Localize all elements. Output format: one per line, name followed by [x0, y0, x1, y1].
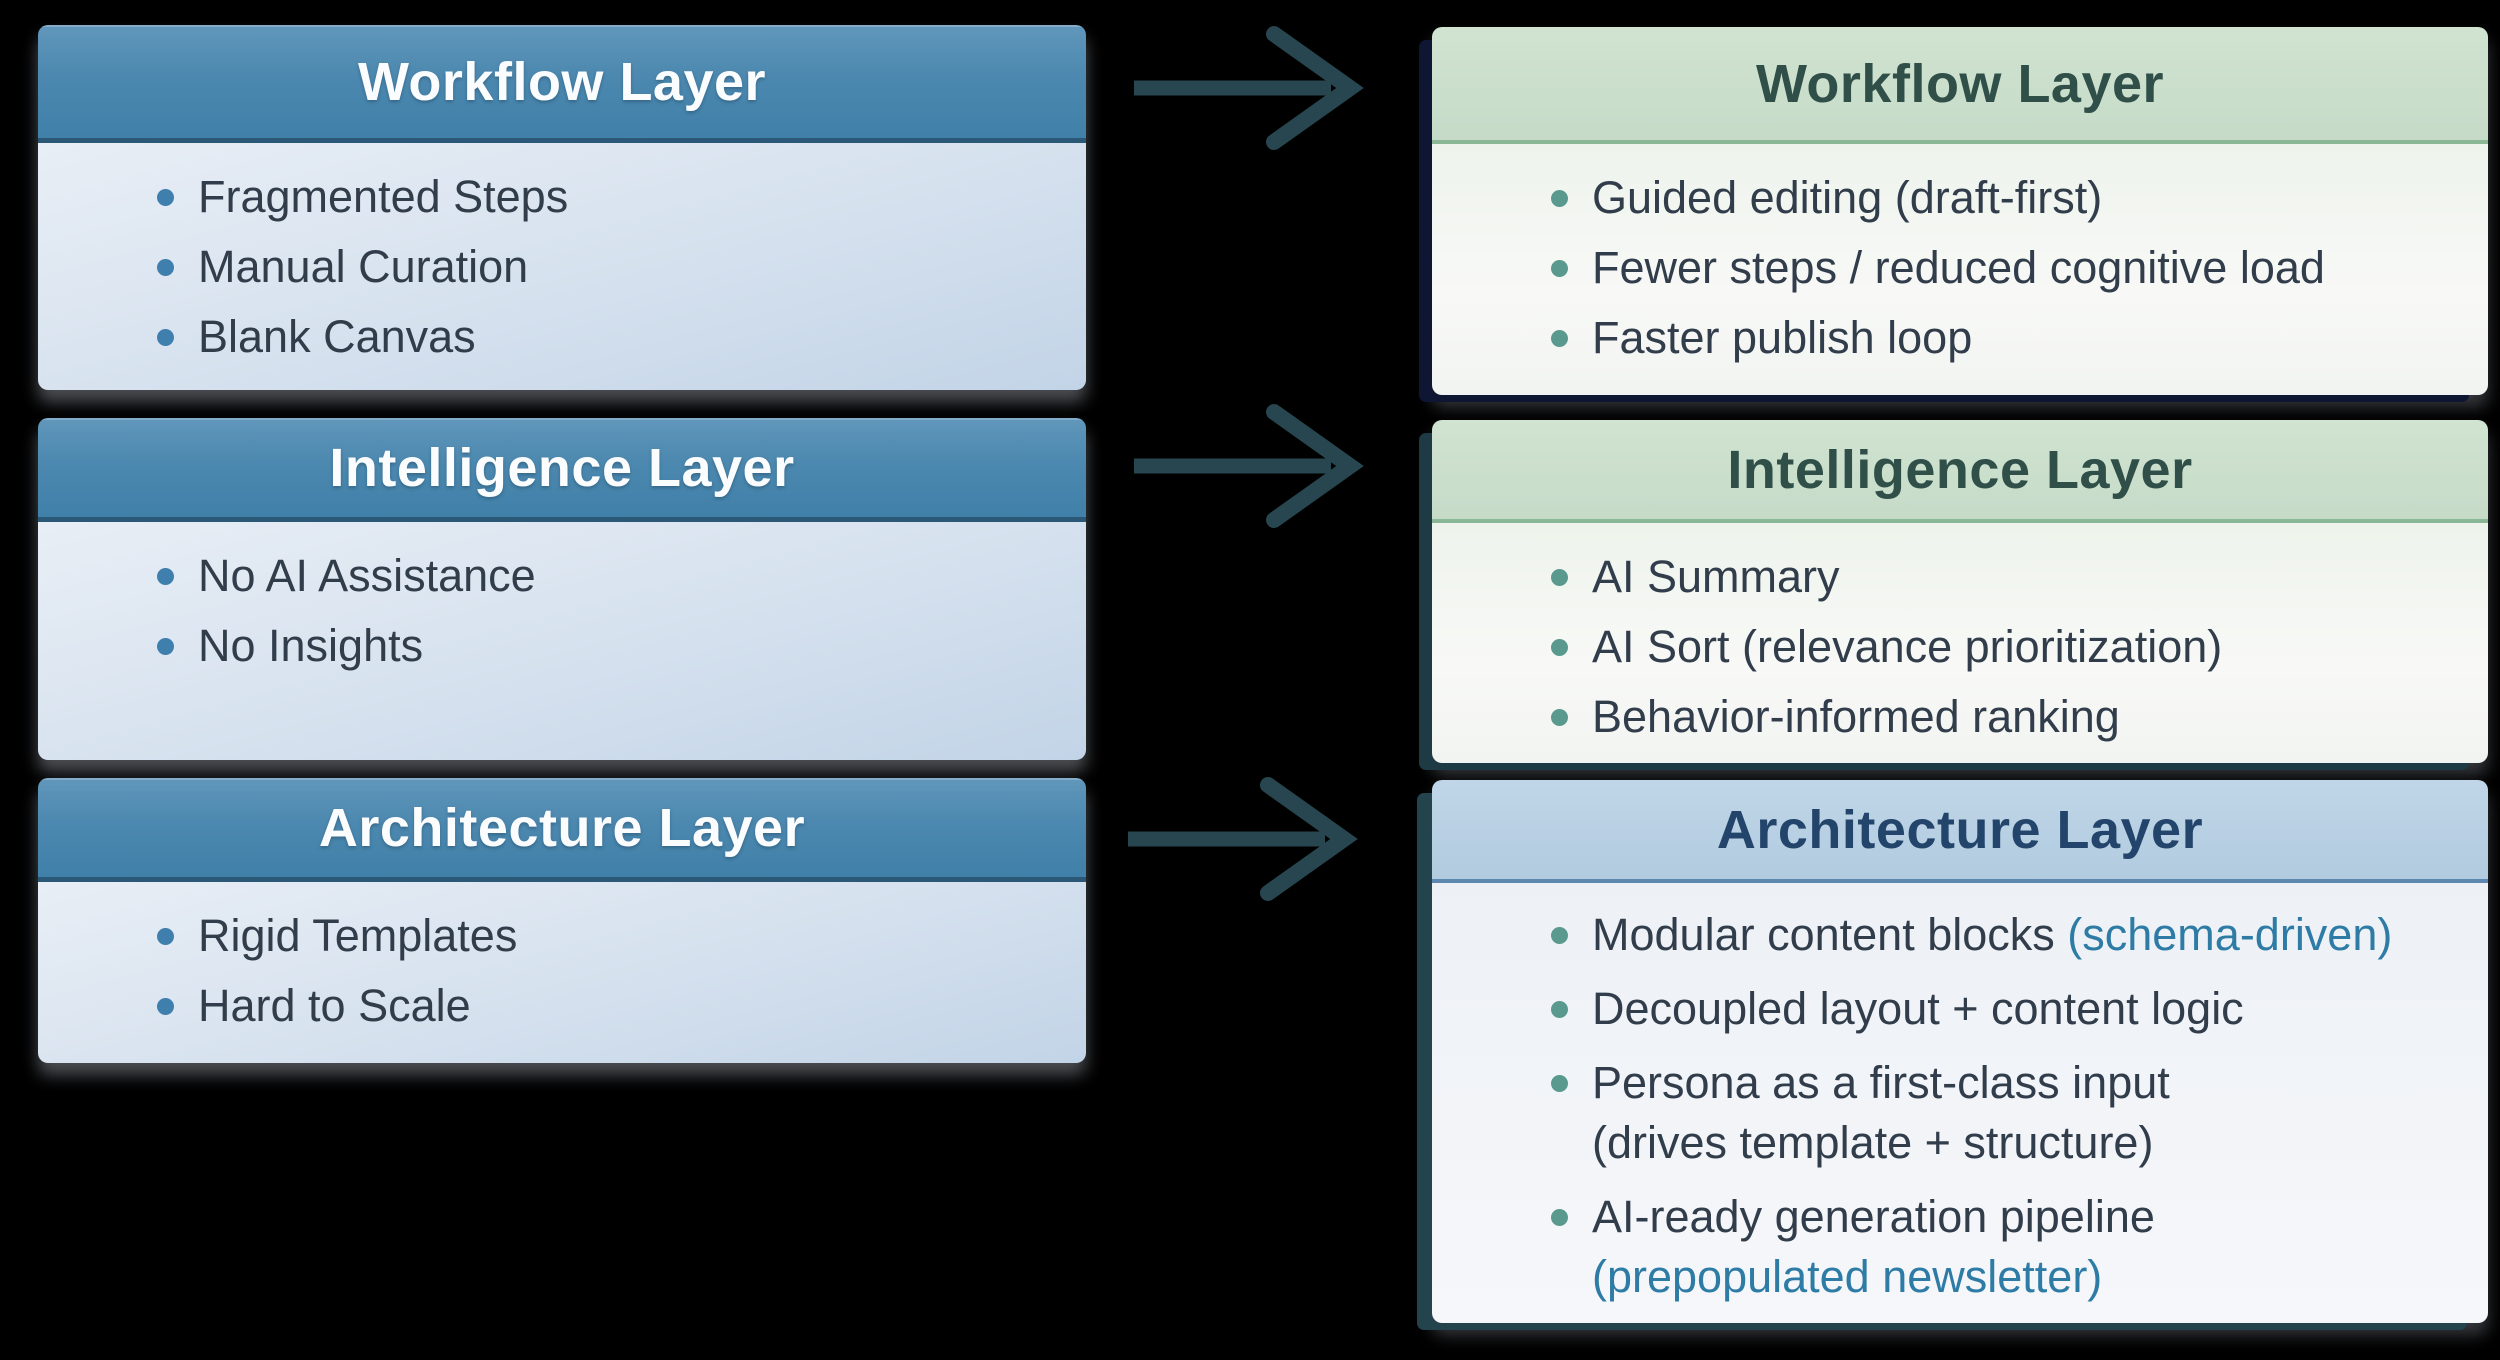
list-item: Manual Curation: [38, 235, 1058, 299]
bullet-text: No AI Assistance: [198, 550, 536, 601]
bullet-dot-icon: [1551, 709, 1568, 726]
arrow-right-icon: [1128, 777, 1358, 901]
bullet-dot-icon: [1551, 330, 1568, 347]
bullet-dot-icon: [1551, 1075, 1568, 1092]
bullet-text: Persona as a first-class input: [1592, 1057, 2170, 1108]
left-box-workflow: Workflow Layer Fragmented Steps Manual C…: [38, 25, 1086, 390]
bullet-text: No Insights: [198, 620, 424, 671]
bullet-text: AI-ready generation pipeline: [1592, 1191, 2155, 1242]
bullet-text: Rigid Templates: [198, 910, 518, 961]
list-item: Blank Canvas: [38, 305, 1058, 369]
box-body: Fragmented Steps Manual Curation Blank C…: [38, 143, 1086, 390]
bullet-text: AI Summary: [1592, 551, 1840, 602]
bullet-accent-text: (schema-driven): [2067, 909, 2393, 960]
bullet-list: Rigid Templates Hard to Scale: [38, 882, 1086, 1038]
bullet-text: Fewer steps / reduced cognitive load: [1592, 242, 2325, 293]
bullet-text: Behavior-informed ranking: [1592, 691, 2120, 742]
bullet-dot-icon: [1551, 260, 1568, 277]
list-item: Fewer steps / reduced cognitive load: [1432, 236, 2460, 300]
bullet-text: Blank Canvas: [198, 311, 476, 362]
box-body: Modular content blocks (schema-driven) D…: [1432, 883, 2488, 1323]
bullet-list: AI Summary AI Sort (relevance prioritiza…: [1432, 523, 2488, 749]
list-item: AI Summary: [1432, 545, 2460, 609]
bullet-text-line2: (drives template + structure): [1592, 1117, 2154, 1168]
bullet-text: Faster publish loop: [1592, 312, 1973, 363]
left-box-intelligence: Intelligence Layer No AI Assistance No I…: [38, 418, 1086, 760]
list-item: Behavior-informed ranking: [1432, 685, 2460, 749]
right-box-workflow: Workflow Layer Guided editing (draft-fir…: [1432, 27, 2488, 395]
left-box-architecture: Architecture Layer Rigid Templates Hard …: [38, 778, 1086, 1063]
list-item: Hard to Scale: [38, 974, 1058, 1038]
list-item: No AI Assistance: [38, 544, 1058, 608]
box-body: No AI Assistance No Insights: [38, 522, 1086, 760]
list-item: Fragmented Steps: [38, 165, 1058, 229]
bullet-dot-icon: [157, 329, 174, 346]
bullet-list: Fragmented Steps Manual Curation Blank C…: [38, 143, 1086, 369]
bullet-dot-icon: [1551, 1209, 1568, 1226]
box-body: AI Summary AI Sort (relevance prioritiza…: [1432, 523, 2488, 763]
box-header-title: Intelligence Layer: [38, 418, 1086, 522]
bullet-list: Guided editing (draft-first) Fewer steps…: [1432, 144, 2488, 370]
bullet-dot-icon: [1551, 569, 1568, 586]
bullet-dot-icon: [157, 259, 174, 276]
bullet-dot-icon: [157, 998, 174, 1015]
bullet-dot-icon: [1551, 927, 1568, 944]
bullet-list: Modular content blocks (schema-driven) D…: [1432, 883, 2488, 1307]
list-item: Decoupled layout + content logic: [1432, 979, 2460, 1039]
box-body: Rigid Templates Hard to Scale: [38, 882, 1086, 1063]
arrow-right-icon: [1134, 404, 1364, 528]
box-header-title: Architecture Layer: [1432, 780, 2488, 883]
bullet-dot-icon: [157, 638, 174, 655]
box-header-title: Workflow Layer: [38, 25, 1086, 143]
bullet-text: Modular content blocks: [1592, 909, 2055, 960]
bullet-text: AI Sort (relevance prioritization): [1592, 621, 2223, 672]
list-item: Rigid Templates: [38, 904, 1058, 968]
bullet-dot-icon: [157, 568, 174, 585]
bullet-dot-icon: [1551, 639, 1568, 656]
list-item: Modular content blocks (schema-driven): [1432, 905, 2460, 965]
right-box-intelligence: Intelligence Layer AI Summary AI Sort (r…: [1432, 420, 2488, 763]
list-item: Faster publish loop: [1432, 306, 2460, 370]
bullet-dot-icon: [157, 189, 174, 206]
box-header-title: Workflow Layer: [1432, 27, 2488, 144]
list-item: Guided editing (draft-first): [1432, 166, 2460, 230]
box-header-title: Architecture Layer: [38, 778, 1086, 882]
box-body: Guided editing (draft-first) Fewer steps…: [1432, 144, 2488, 395]
bullet-text: Decoupled layout + content logic: [1592, 983, 2244, 1034]
bullet-list: No AI Assistance No Insights: [38, 522, 1086, 678]
list-item: AI-ready generation pipeline (prepopulat…: [1432, 1187, 2460, 1307]
bullet-dot-icon: [1551, 190, 1568, 207]
right-box-architecture: Architecture Layer Modular content block…: [1432, 780, 2488, 1323]
box-header-title: Intelligence Layer: [1432, 420, 2488, 523]
bullet-dot-icon: [157, 928, 174, 945]
bullet-text: Manual Curation: [198, 241, 529, 292]
bullet-text: Hard to Scale: [198, 980, 471, 1031]
list-item: Persona as a first-class input (drives t…: [1432, 1053, 2460, 1173]
list-item: AI Sort (relevance prioritization): [1432, 615, 2460, 679]
bullet-accent-line2: (prepopulated newsletter): [1592, 1251, 2103, 1302]
arrow-right-icon: [1134, 26, 1364, 150]
bullet-text: Fragmented Steps: [198, 171, 569, 222]
bullet-dot-icon: [1551, 1001, 1568, 1018]
bullet-text: Guided editing (draft-first): [1592, 172, 2103, 223]
list-item: No Insights: [38, 614, 1058, 678]
